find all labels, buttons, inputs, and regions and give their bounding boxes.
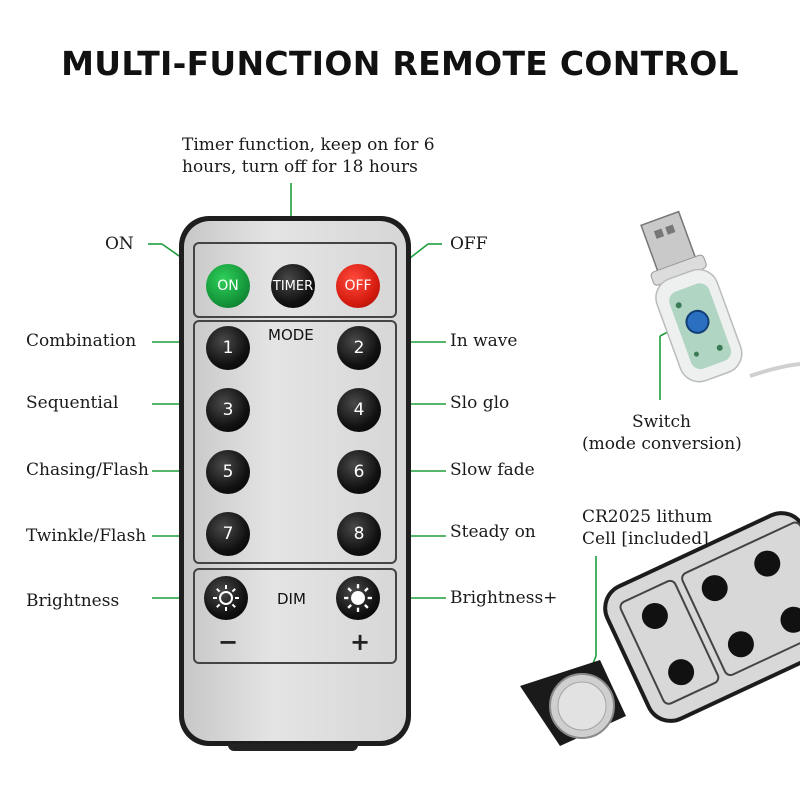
off-button[interactable]: OFF — [336, 264, 380, 308]
mode-button-6[interactable]: 6 — [337, 450, 381, 494]
label-combination: Combination — [26, 331, 137, 351]
timer-note: Timer function, keep on for 6 hours, tur… — [182, 135, 435, 177]
brightness-minus-button[interactable] — [204, 576, 248, 620]
mode-label: MODE — [268, 326, 314, 344]
mode-button-5[interactable]: 5 — [206, 450, 250, 494]
mode-button-3[interactable]: 3 — [206, 388, 250, 432]
switch-note-line1: Switch — [632, 412, 691, 432]
label-chasing-flash: Chasing/Flash — [26, 460, 149, 480]
sun-bright-icon — [344, 584, 372, 612]
label-brightness-plus: Brightness+ — [450, 588, 558, 608]
mode-button-8[interactable]: 8 — [337, 512, 381, 556]
label-in-wave: In wave — [450, 331, 518, 351]
label-sequential: Sequential — [26, 393, 119, 413]
mode-button-1[interactable]: 1 — [206, 326, 250, 370]
battery-note-line1: CR2025 lithum — [582, 507, 713, 527]
page-title: MULTI-FUNCTION REMOTE CONTROL — [61, 44, 739, 83]
sun-dim-icon — [213, 585, 239, 611]
usb-plug-icon — [640, 210, 800, 383]
on-button[interactable]: ON — [206, 264, 250, 308]
label-slow-fade: Slow fade — [450, 460, 535, 480]
minus-sign: − — [218, 628, 239, 656]
battery-cell-icon — [520, 660, 626, 746]
label-slo-glo: Slo glo — [450, 393, 510, 413]
label-off: OFF — [450, 234, 488, 254]
mode-button-7[interactable]: 7 — [206, 512, 250, 556]
angled-remote-illustration — [520, 511, 800, 746]
plus-sign: + — [350, 628, 371, 656]
switch-note-line2: (mode conversion) — [582, 434, 742, 454]
mode-button-4[interactable]: 4 — [337, 388, 381, 432]
dim-section-frame — [193, 568, 397, 664]
timer-button[interactable]: TIMER — [271, 264, 315, 308]
label-on: ON — [105, 234, 134, 254]
label-twinkle-flash: Twinkle/Flash — [26, 526, 147, 546]
mode-section-frame — [193, 320, 397, 564]
dim-label: DIM — [277, 590, 306, 608]
label-steady-on: Steady on — [450, 522, 536, 542]
label-brightness-minus: Brightness — [26, 591, 120, 611]
brightness-plus-button[interactable] — [336, 576, 380, 620]
remote-bottom-edge — [228, 744, 358, 751]
power-section-frame — [193, 242, 397, 318]
battery-note-line2: Cell [included] — [582, 529, 709, 549]
mode-button-2[interactable]: 2 — [337, 326, 381, 370]
